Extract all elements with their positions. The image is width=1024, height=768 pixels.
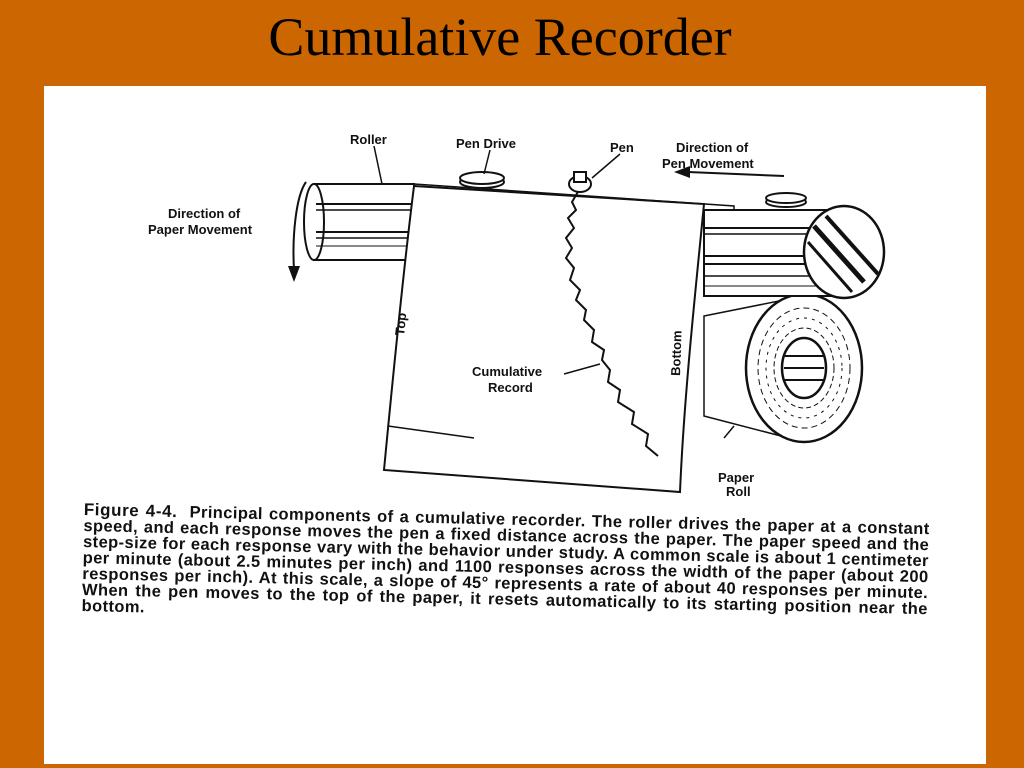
label-top: Top: [392, 312, 409, 336]
paper-sheet: [382, 184, 706, 494]
label-pen-movement-1: Direction of: [676, 140, 749, 155]
label-pen-movement-2: Pen Movement: [662, 156, 754, 171]
figure-caption: Figure 4-4. Principal components of a cu…: [81, 500, 930, 633]
label-cumulative-record-1: Cumulative: [472, 364, 542, 379]
label-paper-roll-1: Paper: [718, 470, 754, 485]
label-paper-roll-2: Roll: [726, 484, 751, 496]
paper-fold-line: [387, 425, 475, 439]
label-paper-movement-2: Paper Movement: [148, 222, 253, 237]
figure-panel: Roller Pen Drive Pen Direction of Pen Mo…: [44, 86, 986, 764]
figure-caption-text: Principal components of a cumulative rec…: [81, 503, 930, 619]
label-cumulative-record-2: Record: [488, 380, 533, 395]
slide-title: Cumulative Recorder: [268, 7, 732, 67]
pen-drive-knob: [459, 171, 505, 189]
label-leader-lines: [373, 145, 735, 439]
pen-movement-arrow: [674, 166, 785, 178]
left-roller: [303, 183, 415, 261]
paper-roll: [703, 292, 864, 444]
cumulative-recorder-diagram: Roller Pen Drive Pen Direction of Pen Mo…: [148, 132, 886, 496]
cumulative-record-trace: [564, 189, 659, 457]
right-knob: [765, 192, 807, 208]
label-paper-movement-1: Direction of: [168, 206, 241, 221]
label-pen-drive: Pen Drive: [456, 136, 516, 151]
pen: [568, 171, 592, 193]
paper-movement-arrow: [288, 181, 307, 282]
label-roller: Roller: [350, 132, 387, 147]
label-bottom: Bottom: [668, 330, 685, 376]
label-pen: Pen: [610, 140, 634, 155]
right-roller: [703, 204, 886, 300]
